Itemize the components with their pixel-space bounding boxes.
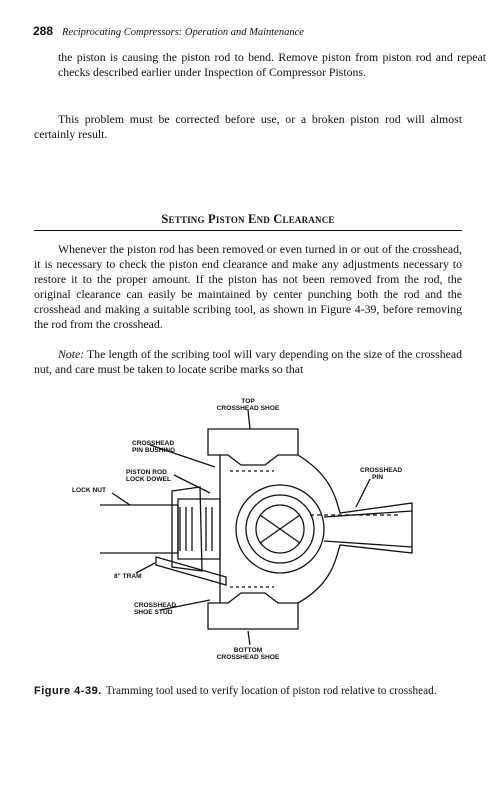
figure-caption: Figure 4-39.Tramming tool used to verify… (34, 684, 462, 698)
label-pin-bushing-1: CROSSHEAD (132, 440, 174, 447)
paragraph-continuation: the piston is causing the piston rod to … (58, 50, 486, 79)
running-title: Reciprocating Compressors: Operation and… (62, 27, 304, 38)
running-header: 288 Reciprocating Compressors: Operation … (33, 24, 463, 38)
crosshead-outline (100, 409, 413, 646)
paragraph-note: Note: The length of the scribing tool wi… (34, 347, 462, 377)
label-bottom-shoe-2: CROSSHEAD SHOE (217, 654, 280, 661)
label-lock-dowel-1: PISTON ROD (126, 469, 167, 476)
label-top-shoe-1: TOP (241, 398, 255, 405)
label-bottom-shoe-1: BOTTOM (234, 647, 263, 654)
label-shoe-stud-2: SHOE STUD (134, 609, 173, 616)
label-lock-nut: LOCK NUT (72, 487, 106, 494)
caption-text: Tramming tool used to verify location of… (105, 685, 437, 697)
label-top-shoe-2: CROSSHEAD SHOE (217, 405, 280, 412)
paragraph-clearance: Whenever the piston rod has been removed… (34, 242, 462, 331)
label-shoe-stud-1: CROSSHEAD (134, 602, 176, 609)
paragraph-warning: This problem must be corrected before us… (34, 112, 462, 141)
figure-label: Figure 4-39. (34, 685, 102, 697)
label-lock-dowel-2: LOCK DOWEL (126, 476, 171, 483)
heading-rule (34, 230, 462, 231)
section-heading: Setting Piston End Clearance (161, 212, 335, 226)
note-text: The length of the scribing tool will var… (34, 347, 462, 376)
label-crosshead-pin-1: CROSSHEAD (360, 467, 402, 474)
note-label: Note: (58, 347, 85, 361)
label-tram: 8" TRAM (114, 573, 142, 580)
crosshead-drawing: TOP CROSSHEAD SHOE CROSSHEAD PIN BUSHING… (72, 398, 413, 661)
label-pin-bushing-2: PIN BUSHING (132, 447, 175, 454)
label-crosshead-pin-2: PIN (372, 474, 383, 481)
page-number: 288 (33, 24, 54, 38)
figure-4-39: TOP CROSSHEAD SHOE CROSSHEAD PIN BUSHING… (60, 395, 440, 677)
